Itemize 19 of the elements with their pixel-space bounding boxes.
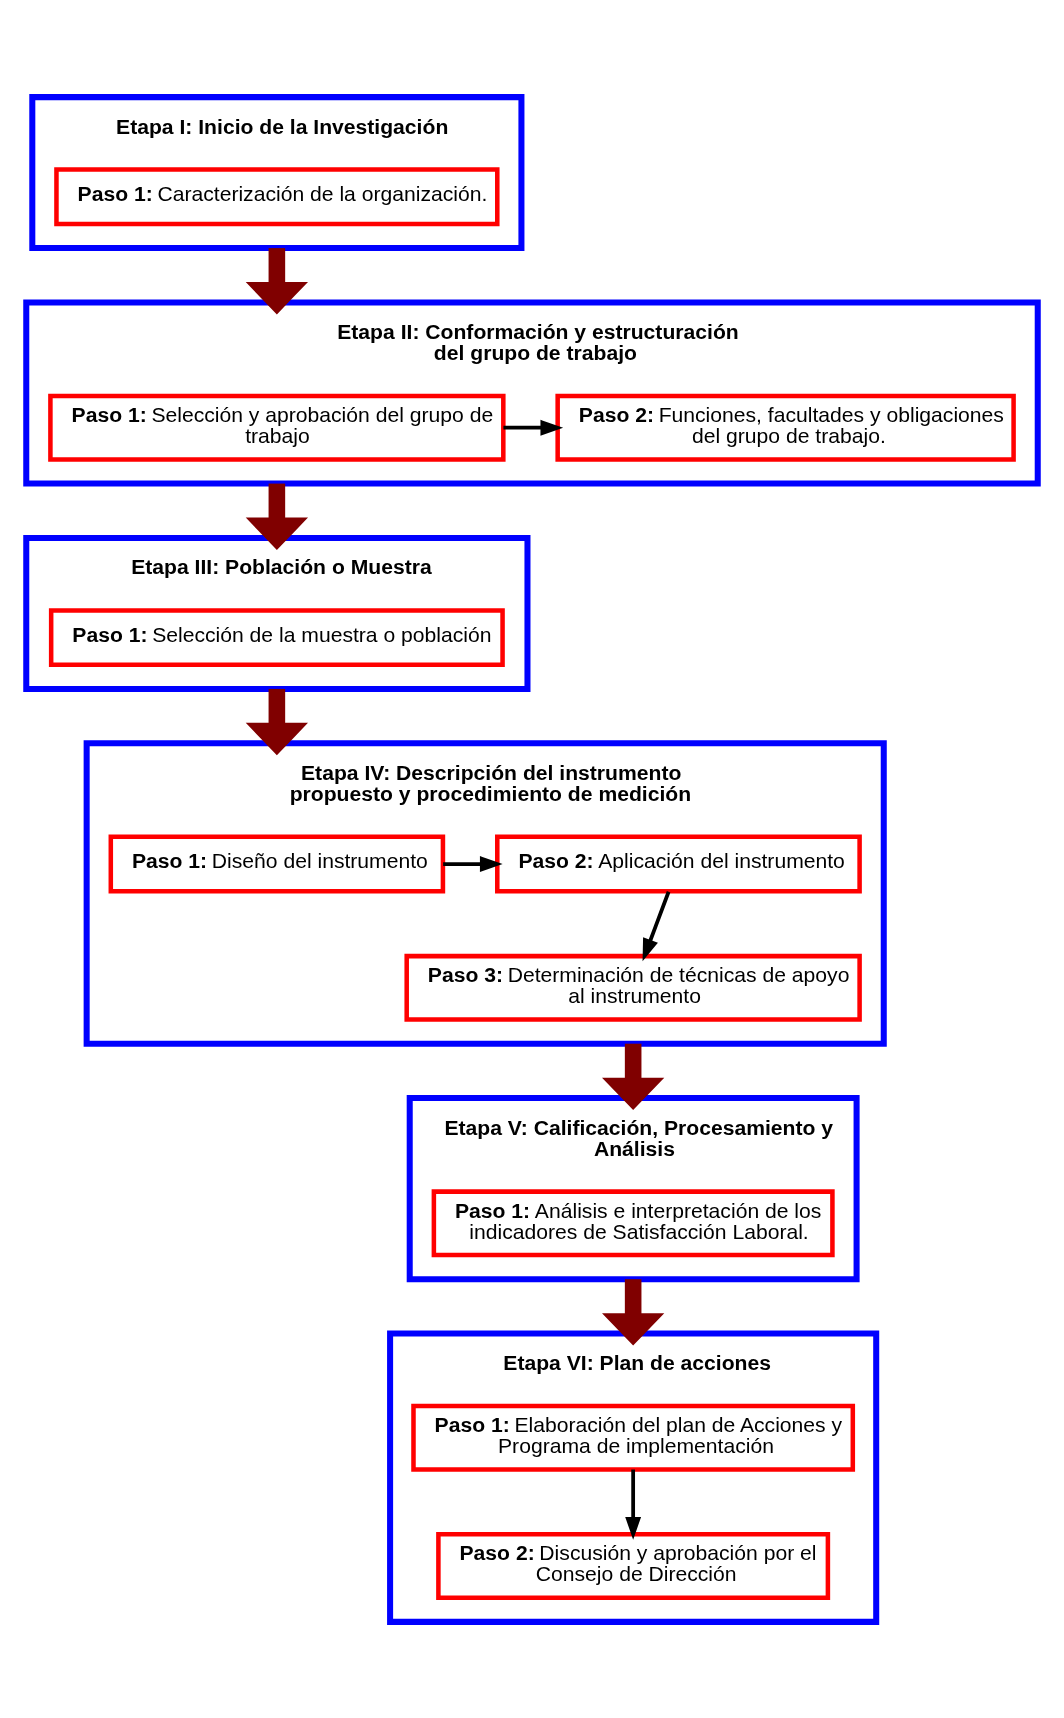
node-box: Paso 3: Determinación de técnicas de apoyo al instrumento	[404, 953, 862, 1022]
arrow	[642, 890, 671, 961]
arrow	[245, 483, 308, 550]
arrow	[443, 855, 503, 872]
arrow	[245, 247, 308, 314]
node-box: Paso 1: Selección de la muestra o población	[48, 607, 505, 667]
arrow	[602, 1278, 665, 1345]
node-box: Paso 1: Diseño del instrumento	[108, 834, 446, 893]
node-box: Paso 1: Elaboración del plan de Acciones y Programa de implementación	[411, 1403, 856, 1472]
node-box: Paso 1: Selección y aprobación del grupo de trabajo	[48, 393, 506, 462]
arrow	[625, 1469, 642, 1540]
arrow	[602, 1043, 665, 1110]
node-box: Paso 1: Análisis e interpretación de los indicadores de Satisfacción Laboral.	[431, 1188, 835, 1257]
node-box: Paso 1: Caracterización de la organización.	[54, 166, 500, 226]
node-box: Paso 2: Discusión y aprobación por el Consejo de Dirección	[436, 1531, 831, 1600]
arrow	[245, 688, 308, 755]
node-box: Paso 2: Funciones, facultades y obligaciones del grupo de trabajo.	[555, 393, 1016, 462]
node-box: Paso 2: Aplicación del instrumento	[495, 834, 862, 893]
arrow	[503, 419, 564, 436]
